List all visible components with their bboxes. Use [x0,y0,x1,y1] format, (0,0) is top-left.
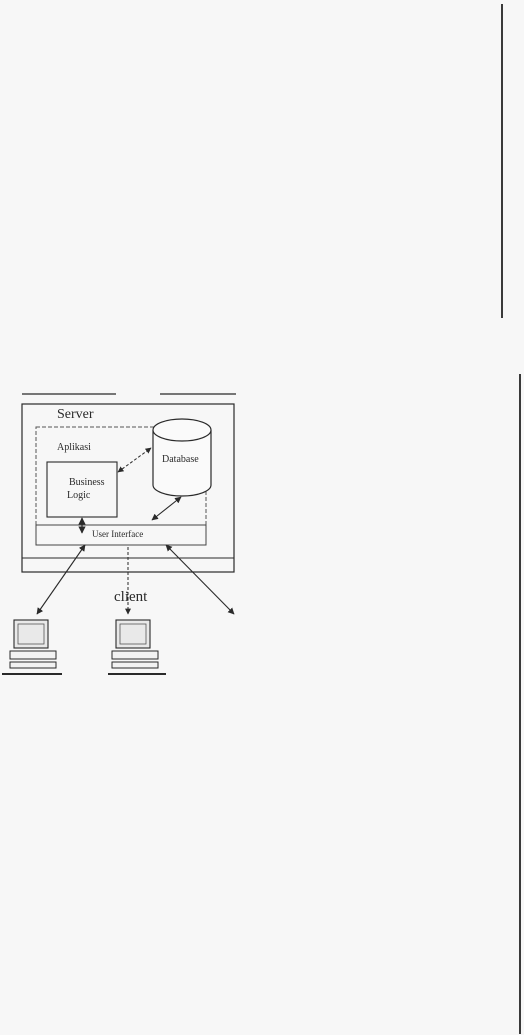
arrow-logic-database [117,447,152,473]
arrow-client-right [165,544,235,615]
server-label: Server [57,407,94,422]
database-cylinder [152,418,212,497]
page-edge-line-upper [501,4,503,318]
business-logic-label-line2: Logic [67,490,91,501]
client-computer-center [108,619,166,675]
client-label: client [114,589,148,605]
arrow-ui-database [151,496,182,521]
application-label: Aplikasi [57,442,91,453]
business-logic-label-line1: Business [69,477,105,488]
client-computer-left [2,619,62,675]
user-interface-box [35,524,207,546]
arrow-client-left [36,544,86,615]
database-label: Database [162,454,199,465]
user-interface-label: User Interface [92,529,144,539]
page-edge-line-lower [519,374,521,1034]
business-logic-box [46,461,118,518]
